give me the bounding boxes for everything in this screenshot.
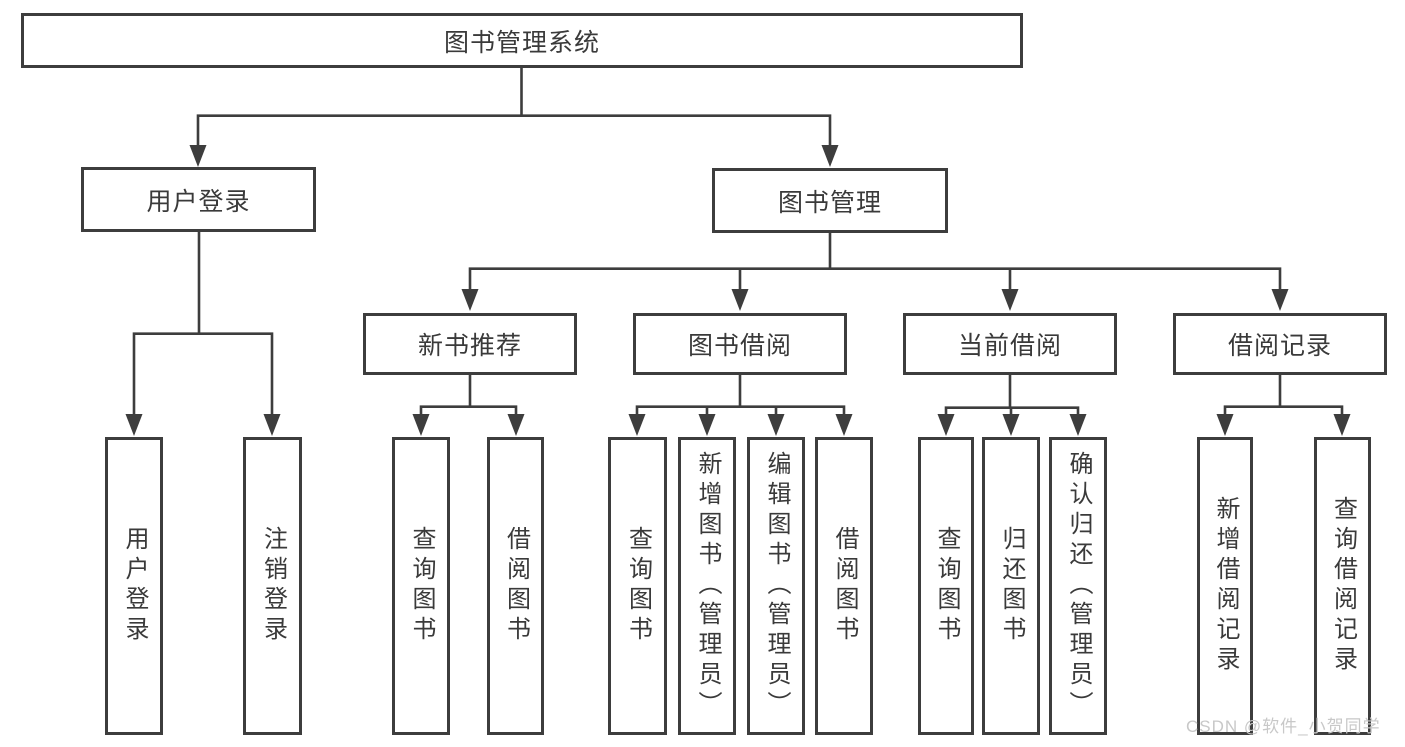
node-label: 借阅图书	[502, 526, 530, 646]
node-label: 注销登录	[259, 526, 287, 646]
node-label: 借阅记录	[1227, 332, 1332, 360]
leaf-add-borrow-record: 新增借阅记录	[1197, 437, 1253, 735]
leaf-query-borrow-record: 查询借阅记录	[1314, 437, 1371, 735]
node-label: 归还图书	[998, 526, 1025, 646]
leaf-edit-books-admin: 编辑图书（管理员）	[747, 437, 805, 735]
leaf-confirm-return-admin: 确认归还（管理员）	[1049, 437, 1107, 735]
leaf-current-query-books: 查询图书	[918, 437, 974, 735]
node-label: 新增借阅记录	[1212, 496, 1239, 676]
node-label: 图书借阅	[687, 332, 792, 360]
leaf-return-books: 归还图书	[982, 437, 1040, 735]
arrowheads	[125, 145, 1351, 436]
node-label: 用户登录	[121, 526, 148, 646]
node-label: 新增图书（管理员）	[694, 451, 721, 721]
node-label: 编辑图书（管理员）	[763, 451, 790, 721]
node-root-library-system: 图书管理系统	[21, 13, 1023, 68]
node-label: 当前借阅	[957, 332, 1062, 360]
node-label: 用户登录	[146, 187, 251, 216]
node-new-book-recommend: 新书推荐	[363, 313, 577, 375]
csdn-watermark: CSDN @软件_小贺同学	[1186, 717, 1381, 736]
leaf-add-books-admin: 新增图书（管理员）	[678, 437, 736, 735]
node-label: 查询图书	[933, 526, 960, 646]
node-label: 查询借阅记录	[1329, 496, 1357, 676]
leaf-borrow-books: 借阅图书	[815, 437, 873, 735]
node-current-borrow: 当前借阅	[903, 313, 1117, 375]
node-label: 图书管理系统	[443, 28, 600, 57]
leaf-recommend-query-books: 查询图书	[392, 437, 450, 735]
leaf-borrow-query-books: 查询图书	[608, 437, 667, 735]
leaf-logout: 注销登录	[243, 437, 302, 735]
node-label: 新书推荐	[417, 332, 522, 360]
node-label: 查询图书	[408, 526, 435, 646]
node-user-login: 用户登录	[81, 167, 316, 232]
node-label: 查询图书	[624, 526, 652, 646]
node-book-management: 图书管理	[712, 168, 948, 233]
node-borrow-records: 借阅记录	[1173, 313, 1387, 375]
node-label: 借阅图书	[831, 526, 858, 646]
leaf-user-login: 用户登录	[105, 437, 163, 735]
node-label: 确认归还（管理员）	[1065, 451, 1092, 721]
leaf-recommend-borrow-books: 借阅图书	[487, 437, 544, 735]
node-book-borrow: 图书借阅	[633, 313, 847, 375]
node-label: 图书管理	[777, 188, 882, 217]
